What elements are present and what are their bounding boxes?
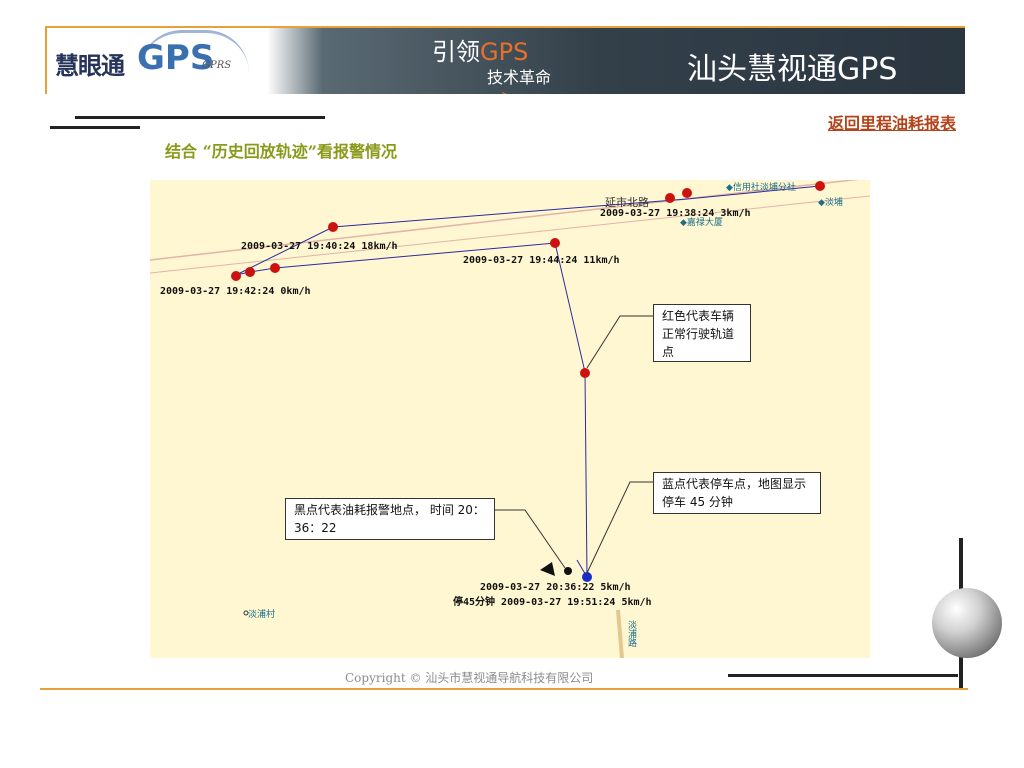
- place-credit-union: ◆信用社淡埔分社: [726, 183, 796, 193]
- track-map[interactable]: 延市北路 ◆信用社淡埔分社 ◆淡埔 ◆嘉禄大厦 淡浦村 淡浦路 2009-03-…: [150, 180, 870, 658]
- track-label-1944: 2009-03-27 19:44:24 11km/h: [463, 255, 620, 266]
- track-point: [815, 181, 825, 191]
- track-point: [328, 222, 338, 232]
- logo-gprs: GPRS: [202, 60, 232, 71]
- track-label-1940: 2009-03-27 19:40:24 18km/h: [241, 241, 398, 252]
- decorative-sphere: [932, 588, 1002, 658]
- track-point: [270, 263, 280, 273]
- brand-title: 汕头慧视通GPS: [687, 52, 898, 87]
- road-line-2: [150, 195, 870, 274]
- danpu-road: [616, 609, 624, 658]
- logo-text: 慧眼通: [55, 52, 125, 80]
- track-point: [580, 368, 590, 378]
- leader-black: [495, 509, 566, 569]
- copyright: Copyright © 汕头市慧视通导航科技有限公司: [345, 671, 594, 685]
- leader-blue: [586, 481, 653, 574]
- alarm-arrow: [540, 562, 555, 576]
- track-label-1951: 停45分钟 2009-03-27 19:51:24 5km/h: [453, 597, 652, 608]
- track-label-2036: 2009-03-27 20:36:22 5km/h: [480, 582, 631, 593]
- logo-gps: GPS: [137, 38, 215, 78]
- callout-black-points: 黑点代表油耗报警地点， 时间 20：36：22: [285, 498, 495, 540]
- track-label-1938: 2009-03-27 19:38:24 3km/h: [600, 208, 751, 219]
- slogan-prefix: 引领: [432, 38, 480, 66]
- alarm-point: [564, 567, 572, 575]
- leader-red: [586, 315, 653, 369]
- callout-red-points: 红色代表车辆正常行驶轨道点: [653, 304, 751, 362]
- road-label: 延市北路: [605, 196, 649, 209]
- place-dot: [243, 610, 249, 616]
- bottom-rule: [40, 688, 968, 690]
- track-point: [665, 193, 675, 203]
- stop-point: [582, 572, 592, 582]
- logo-arc: [139, 30, 249, 73]
- back-to-mileage-report-link[interactable]: 返回里程油耗报表: [827, 114, 956, 133]
- track-point: [231, 271, 241, 281]
- header-top-rule: [45, 26, 965, 28]
- header-banner: 慧眼通 GPS GPRS 引领GPS 技术革命 汕头慧视通GPS: [47, 28, 965, 94]
- map-canvas: [150, 180, 870, 658]
- place-danpu: ◆淡埔: [818, 198, 843, 208]
- place-danpu-village: 淡浦村: [248, 610, 276, 620]
- track-point: [550, 238, 560, 248]
- slogan-decoration: [501, 92, 632, 94]
- header-left-rule: [45, 26, 47, 94]
- place-danpu-road: 淡浦路: [626, 620, 636, 647]
- callout-blue-points: 蓝点代表停车点，地图显示停车 45 分钟: [653, 472, 821, 514]
- slogan-line2: 技术革命: [487, 68, 552, 87]
- slogan-gps: GPS: [480, 38, 529, 66]
- title-rule-short: [50, 126, 140, 129]
- page-subtitle: 结合 “历史回放轨迹”看报警情况: [165, 142, 397, 161]
- place-jiamei: ◆嘉禄大厦: [680, 218, 723, 228]
- title-rule: [75, 116, 325, 119]
- slogan-line1: 引领GPS: [432, 32, 528, 67]
- track-label-1942: 2009-03-27 19:42:24 0km/h: [160, 286, 311, 297]
- track-point: [682, 188, 692, 198]
- road-line: [150, 180, 860, 261]
- track-point: [245, 267, 255, 277]
- footer-rule: [728, 674, 958, 677]
